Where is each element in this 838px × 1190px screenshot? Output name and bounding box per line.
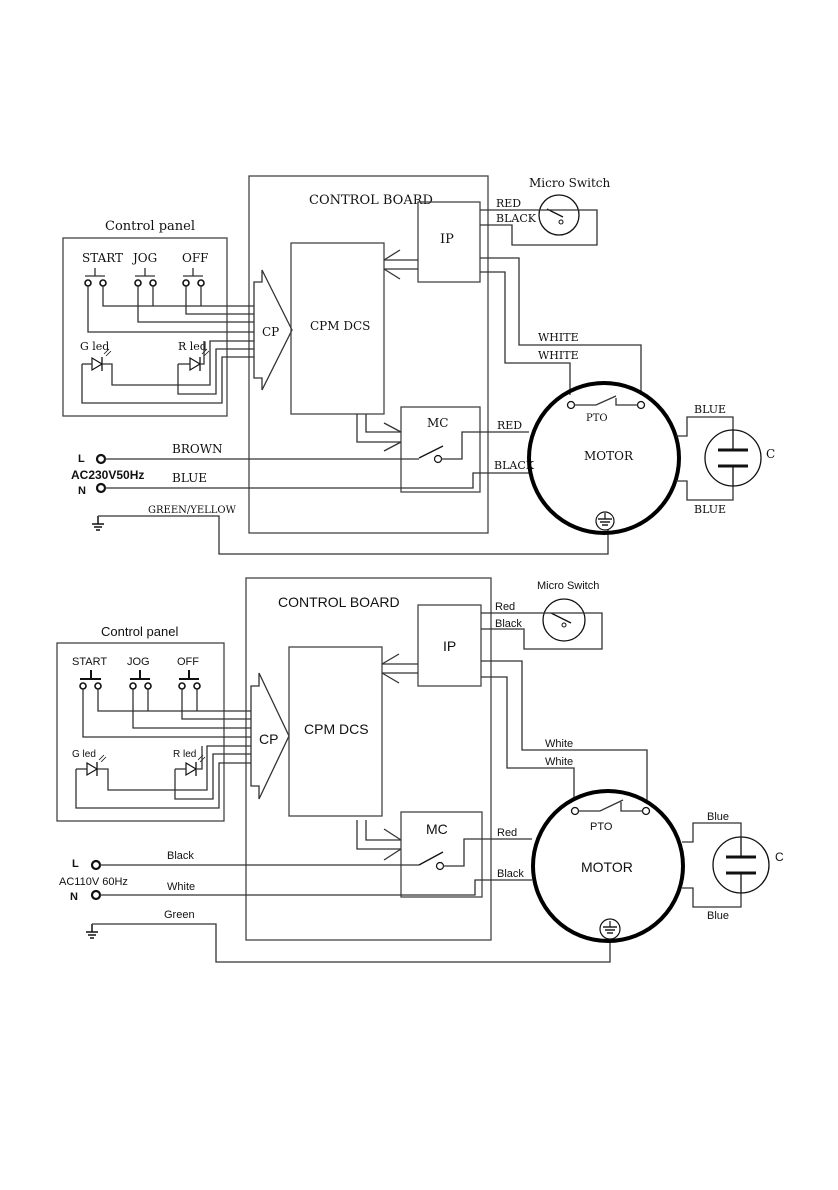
l-terminal-label: L <box>72 858 79 870</box>
start-label: START <box>72 656 107 668</box>
ground-icon <box>86 924 98 939</box>
jog-button-symbol: JOG <box>131 251 157 287</box>
g-led-label: G led <box>72 749 96 760</box>
cpm-dcs-module <box>288 646 383 817</box>
motor-ground-icon <box>599 918 621 940</box>
capacitor-label: C <box>766 447 775 461</box>
n-terminal <box>95 482 107 494</box>
ground-wire-label: GREEN/YELLOW <box>148 505 237 516</box>
cpm-dcs-label: CPM DCS <box>304 721 369 737</box>
off-button-symbol: OFF <box>177 656 201 690</box>
control-board-title: CONTROL BOARD <box>278 594 400 610</box>
micro-switch-symbol <box>542 598 586 642</box>
n-wire-label: White <box>167 881 195 893</box>
motor-symbol <box>527 381 681 535</box>
start-button-symbol: START <box>72 656 107 690</box>
n-terminal-label: N <box>78 485 86 497</box>
ground-icon <box>92 516 104 531</box>
micro-switch-wire-2-label: BLACK <box>496 212 537 225</box>
off-label: OFF <box>182 251 209 265</box>
r-led-symbol: R led <box>173 749 206 777</box>
control-panel-frame <box>62 237 228 417</box>
cpm-dcs-module <box>290 242 385 415</box>
n-terminal <box>90 889 102 901</box>
cpm-dcs-label: CPM DCS <box>310 319 370 333</box>
control-panel-title: Control panel <box>101 624 178 639</box>
off-label: OFF <box>177 656 199 668</box>
mc-module <box>400 811 483 898</box>
jog-label: JOG <box>131 251 157 265</box>
jog-button-symbol: JOG <box>127 656 152 690</box>
capacitor-wire-top-label: Blue <box>707 811 729 823</box>
pto-label: PTO <box>590 821 613 833</box>
motor-white-wire-1-label: WHITE <box>538 331 579 344</box>
micro-switch-symbol <box>538 194 580 236</box>
motor-white-wire-1-label: White <box>545 738 573 750</box>
control-board-frame <box>248 175 489 534</box>
off-button-symbol: OFF <box>182 251 209 287</box>
mc-label: MC <box>426 821 448 837</box>
supply-voltage-label: AC110V 60Hz <box>59 876 128 888</box>
supply-voltage-label: AC230V50Hz <box>71 468 144 482</box>
micro-switch-wire-1-label: RED <box>496 197 521 210</box>
micro-switch-title: Micro Switch <box>529 176 610 190</box>
capacitor-label: C <box>775 850 784 864</box>
diagram-230v: CONTROL BOARD Control panel START JOG OF… <box>62 175 775 555</box>
mc-module <box>400 406 481 493</box>
r-led-label: R led <box>178 340 207 353</box>
g-led-symbol: G led <box>80 340 112 372</box>
l-wire-label: BROWN <box>172 442 223 456</box>
start-label: START <box>82 251 123 265</box>
control-panel-title: Control panel <box>105 219 195 234</box>
cp-connector <box>250 672 290 800</box>
jog-label: JOG <box>127 656 150 668</box>
ip-label: IP <box>443 638 456 654</box>
n-terminal-label: N <box>70 891 78 903</box>
capacitor-wire-bottom-label: Blue <box>707 910 729 922</box>
l-terminal <box>95 453 107 465</box>
ip-module <box>417 201 481 283</box>
control-board-frame <box>245 577 492 941</box>
l-terminal-label: L <box>78 453 85 465</box>
pto-label: PTO <box>586 413 608 424</box>
g-led-label: G led <box>80 340 109 353</box>
motor-red-wire-label: Red <box>497 827 517 839</box>
n-wire-label: BLUE <box>172 471 207 485</box>
ip-label: IP <box>440 232 454 247</box>
motor-black-wire-label: Black <box>497 868 524 880</box>
l-terminal <box>90 859 102 871</box>
micro-switch-wire-2-label: Black <box>495 618 522 630</box>
control-board-title: CONTROL BOARD <box>309 193 433 208</box>
control-panel-frame <box>56 642 225 822</box>
capacitor-wire-top-label: BLUE <box>694 403 726 416</box>
diagram-110v: CONTROL BOARD Control panel START JOG OF… <box>56 577 784 963</box>
l-wire-label: Black <box>167 850 194 862</box>
cp-label: CP <box>259 731 278 747</box>
motor-ground-icon <box>595 511 615 531</box>
mc-label: MC <box>427 416 448 430</box>
motor-white-wire-2-label: WHITE <box>538 349 579 362</box>
micro-switch-wire-1-label: Red <box>495 601 515 613</box>
cp-label: CP <box>262 325 279 339</box>
ground-wire-label: Green <box>164 909 195 921</box>
motor-black-wire-label: BLACK <box>494 459 535 472</box>
motor-label: MOTOR <box>581 859 633 875</box>
motor-symbol <box>531 789 685 943</box>
start-button-symbol: START <box>82 251 123 287</box>
motor-white-wire-2-label: White <box>545 756 573 768</box>
ip-module <box>417 604 482 687</box>
cp-connector <box>253 269 293 391</box>
motor-red-wire-label: RED <box>497 419 522 432</box>
motor-label: MOTOR <box>584 449 634 463</box>
capacitor-wire-bottom-label: BLUE <box>694 503 726 516</box>
r-led-label: R led <box>173 749 196 760</box>
g-led-symbol: G led <box>72 749 107 777</box>
micro-switch-title: Micro Switch <box>537 580 599 592</box>
